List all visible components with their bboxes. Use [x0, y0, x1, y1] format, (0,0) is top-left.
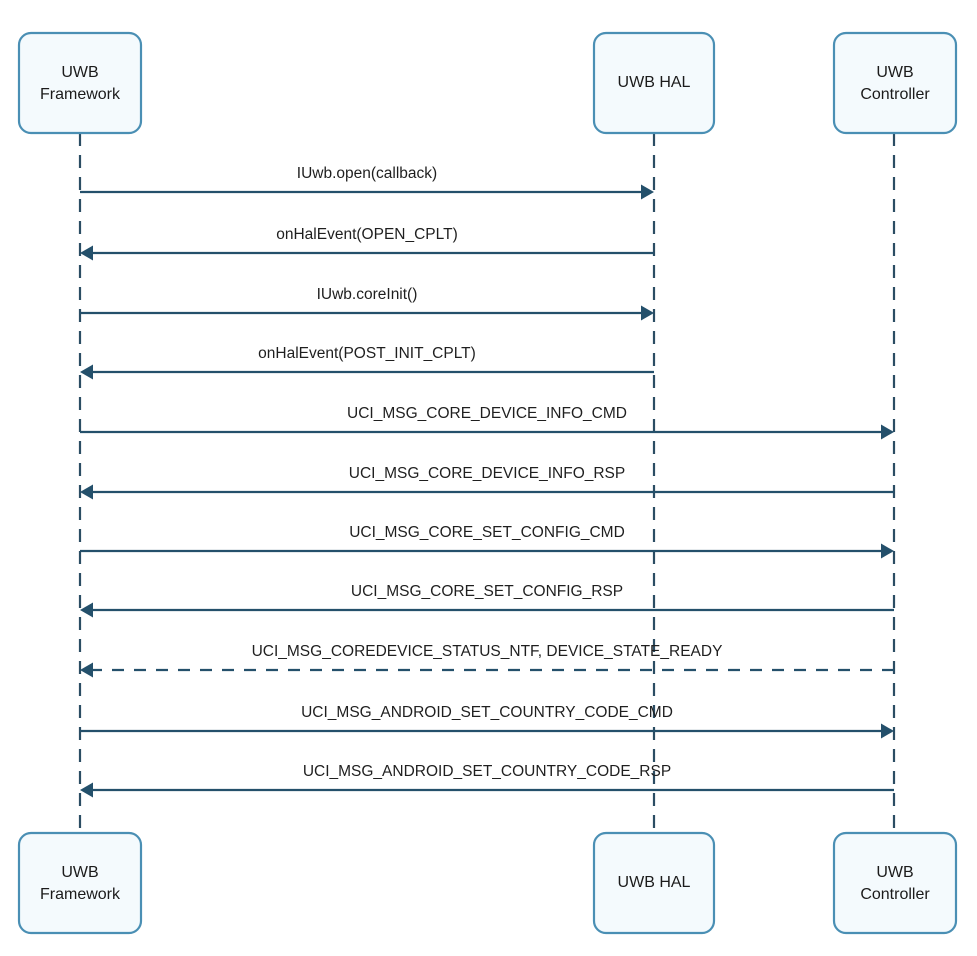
message-arrowhead — [80, 484, 93, 500]
participant-label-controller-line2: Controller — [860, 86, 930, 103]
participant-box-hal-bottom[interactable]: UWB HAL — [592, 831, 716, 935]
message-label: IUwb.coreInit() — [317, 286, 418, 303]
message-2[interactable]: onHalEvent(OPEN_CPLT) — [80, 226, 654, 261]
message-label: UCI_MSG_CORE_SET_CONFIG_CMD — [349, 524, 625, 541]
participant-label-framework: UWB — [61, 864, 98, 881]
message-arrowhead — [80, 245, 93, 261]
participant-box-hal-top[interactable]: UWB HAL — [592, 31, 716, 135]
participant-box-shape — [592, 31, 716, 135]
message-arrowhead — [80, 662, 93, 678]
participant-box-framework-top[interactable]: UWB Framework — [17, 31, 143, 135]
message-10[interactable]: UCI_MSG_ANDROID_SET_COUNTRY_CODE_CMD — [80, 704, 894, 739]
message-arrowhead — [641, 184, 654, 200]
message-label: UCI_MSG_CORE_DEVICE_INFO_CMD — [347, 405, 627, 422]
message-label: IUwb.open(callback) — [297, 165, 437, 182]
participant-label-hal: UWB HAL — [618, 74, 691, 91]
messages-layer: IUwb.open(callback) onHalEvent(OPEN_CPLT)… — [80, 165, 894, 798]
participant-box-shape — [592, 831, 716, 935]
message-9[interactable]: UCI_MSG_COREDEVICE_STATUS_NTF, DEVICE_ST… — [80, 643, 894, 678]
message-label: onHalEvent(POST_INIT_CPLT) — [258, 345, 476, 362]
message-arrowhead — [881, 543, 894, 559]
participant-box-framework-bottom[interactable]: UWB Framework — [17, 831, 143, 935]
participant-label-framework-line2: Framework — [40, 886, 121, 903]
participant-box-shape — [17, 831, 143, 935]
participant-box-controller-top[interactable]: UWB Controller — [832, 31, 958, 135]
message-label: UCI_MSG_CORE_DEVICE_INFO_RSP — [349, 465, 626, 482]
message-3[interactable]: IUwb.coreInit() — [80, 286, 654, 321]
message-arrowhead — [80, 364, 93, 380]
message-label: UCI_MSG_COREDEVICE_STATUS_NTF, DEVICE_ST… — [252, 643, 723, 660]
message-arrowhead — [881, 424, 894, 440]
participant-box-shape — [832, 831, 958, 935]
message-arrowhead — [641, 305, 654, 321]
message-label: onHalEvent(OPEN_CPLT) — [276, 226, 457, 243]
message-arrowhead — [881, 723, 894, 739]
participant-label-framework-line2: Framework — [40, 86, 121, 103]
message-label: UCI_MSG_ANDROID_SET_COUNTRY_CODE_CMD — [301, 704, 673, 721]
message-6[interactable]: UCI_MSG_CORE_DEVICE_INFO_RSP — [80, 465, 894, 500]
message-8[interactable]: UCI_MSG_CORE_SET_CONFIG_RSP — [80, 583, 894, 618]
message-4[interactable]: onHalEvent(POST_INIT_CPLT) — [80, 345, 654, 380]
participant-box-shape — [17, 31, 143, 135]
message-5[interactable]: UCI_MSG_CORE_DEVICE_INFO_CMD — [80, 405, 894, 440]
message-1[interactable]: IUwb.open(callback) — [80, 165, 654, 200]
participant-label-hal: UWB HAL — [618, 874, 691, 891]
participant-label-controller: UWB — [876, 64, 913, 81]
message-arrowhead — [80, 602, 93, 618]
lifelines-layer — [78, 133, 896, 833]
message-7[interactable]: UCI_MSG_CORE_SET_CONFIG_CMD — [80, 524, 894, 559]
participant-label-controller: UWB — [876, 864, 913, 881]
message-label: UCI_MSG_CORE_SET_CONFIG_RSP — [351, 583, 623, 600]
message-arrowhead — [80, 782, 93, 798]
participant-label-framework: UWB — [61, 64, 98, 81]
participant-label-controller-line2: Controller — [860, 886, 930, 903]
participant-box-controller-bottom[interactable]: UWB Controller — [832, 831, 958, 935]
message-label: UCI_MSG_ANDROID_SET_COUNTRY_CODE_RSP — [303, 763, 671, 780]
message-11[interactable]: UCI_MSG_ANDROID_SET_COUNTRY_CODE_RSP — [80, 763, 894, 798]
participant-box-shape — [832, 31, 958, 135]
